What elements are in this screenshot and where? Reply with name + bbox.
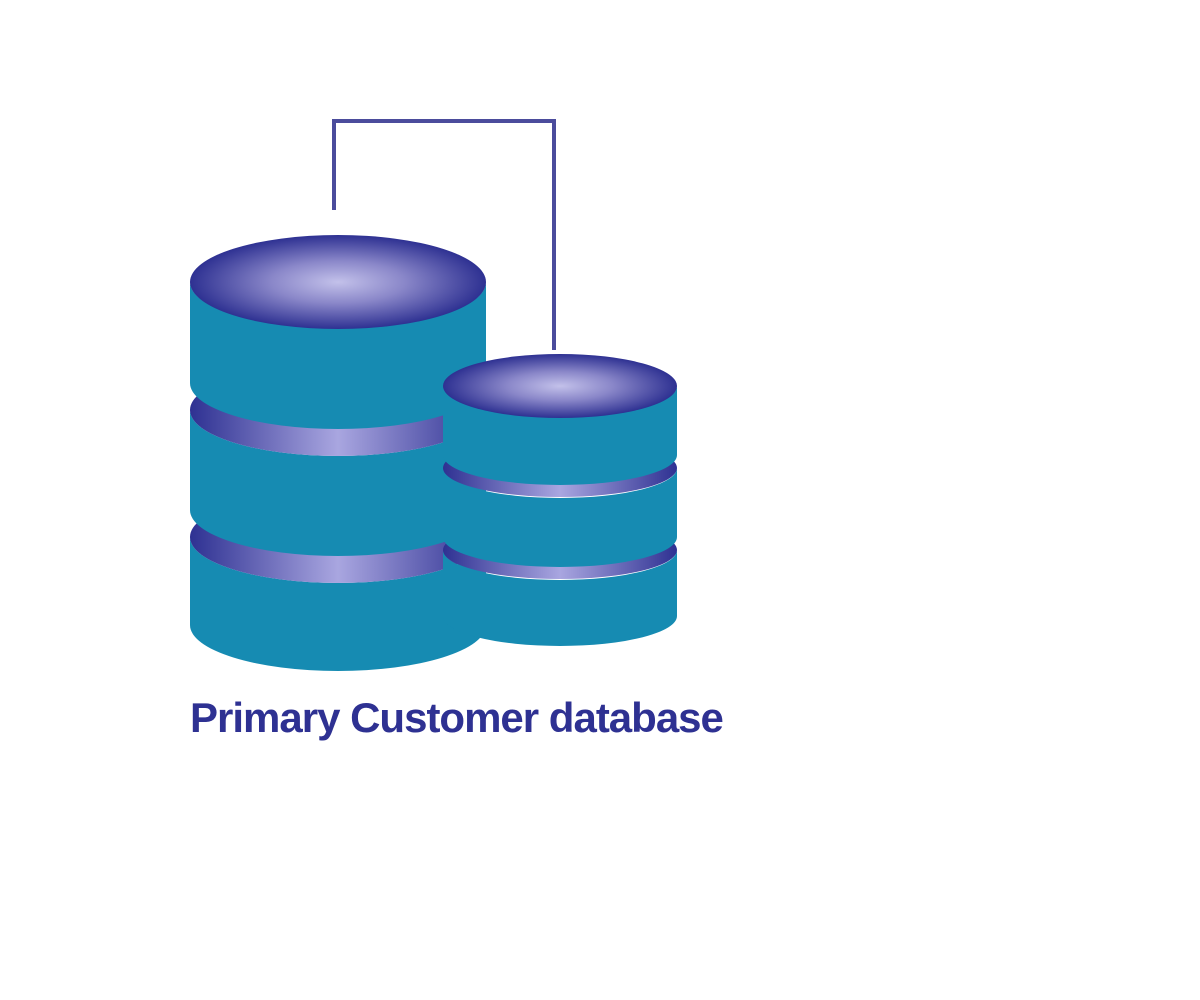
- small-database-icon: [443, 354, 677, 646]
- small-segment-bottom: [443, 550, 677, 646]
- large-database-icon: [190, 235, 486, 671]
- diagram-caption: Primary Customer database: [190, 694, 724, 741]
- small-segment-top: [443, 386, 677, 485]
- connector-line: [332, 119, 556, 350]
- large-top-cap: [190, 235, 486, 329]
- large-segment-top: [190, 282, 486, 429]
- small-top-cap: [443, 354, 677, 418]
- small-segment-middle: [443, 468, 677, 567]
- large-segment-middle: [190, 410, 486, 556]
- large-segment-bottom: [190, 537, 486, 671]
